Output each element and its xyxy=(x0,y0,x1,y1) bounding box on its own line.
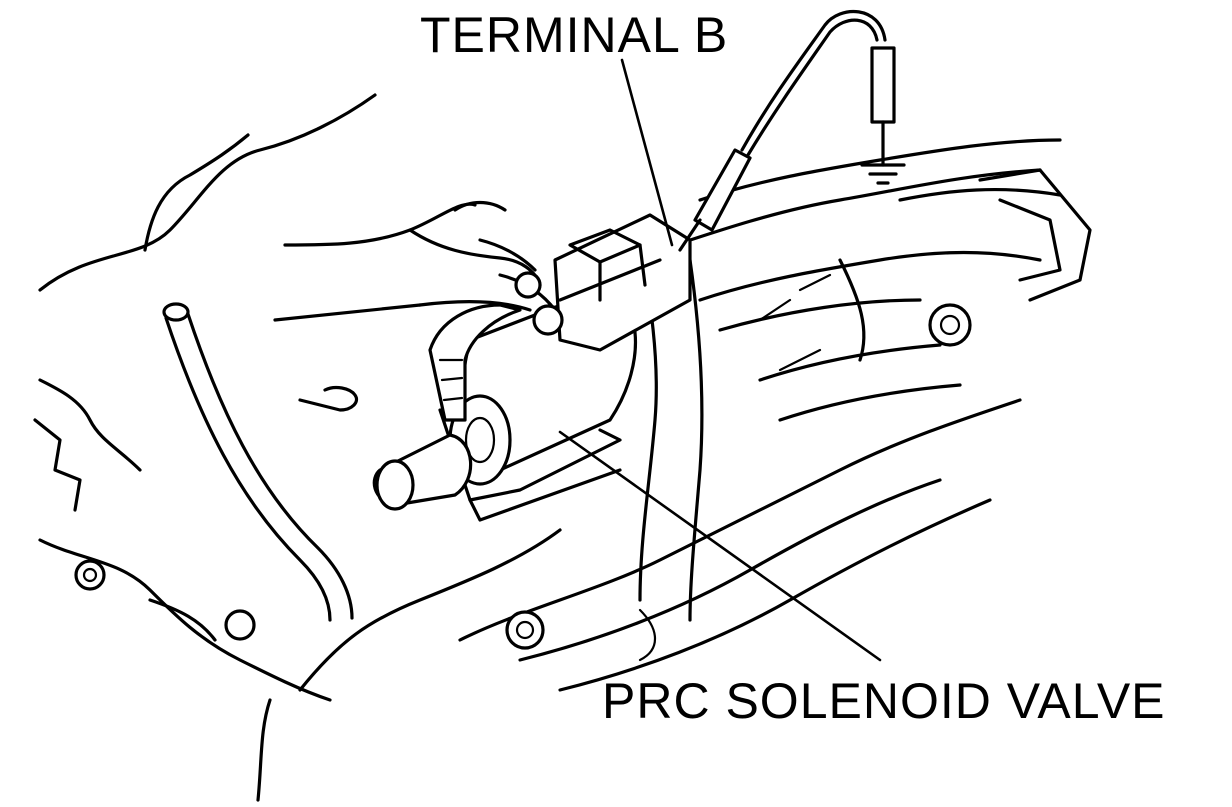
terminal-b-leader xyxy=(620,58,674,247)
prc-valve-leader xyxy=(558,430,882,662)
bolts xyxy=(74,303,972,650)
terminal-b-label: TERMINAL B xyxy=(420,7,729,63)
connector xyxy=(514,213,692,352)
prc-solenoid-valve-label: PRC SOLENOID VALVE xyxy=(602,673,1166,729)
hand xyxy=(273,200,562,337)
test-lead xyxy=(678,9,906,252)
hose xyxy=(162,302,354,622)
engine-outline xyxy=(33,93,1092,802)
